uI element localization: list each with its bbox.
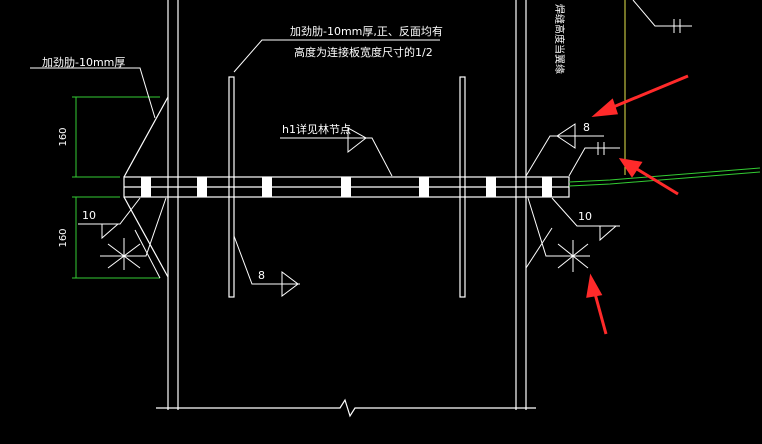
label-right-vertical: 焊缝高度当翼缘 [553, 4, 566, 74]
dimension-lines [72, 96, 761, 279]
red-arrow-icon [618, 157, 679, 196]
label-stiffener-top-1: 加劲肋-10mm厚,正、反面均有 [290, 24, 443, 38]
bolt-blocks [141, 177, 552, 197]
column-left [167, 0, 179, 410]
dimension-lower: 160 [58, 228, 69, 247]
weld-right-bottom [525, 197, 620, 272]
leader-stiffener-top [233, 39, 440, 73]
weld-left-size: 10 [82, 209, 96, 222]
red-arrow-icon [591, 74, 689, 117]
label-stiffener-top-2: 高度为连接板宽度尺寸的1/2 [294, 45, 433, 59]
leader-node-ref [280, 127, 393, 177]
weld-top-right-bars [632, 0, 692, 33]
weld-right-bars [568, 142, 620, 177]
weld-right-top [525, 123, 604, 177]
weld-right-top-size: 8 [583, 121, 590, 134]
column-right [515, 0, 527, 410]
weld-right-bottom-size: 10 [578, 210, 592, 223]
label-node-ref: h1详见林节点 [282, 122, 351, 136]
left-gusset [123, 96, 169, 278]
weld-bottom [233, 235, 300, 297]
base-line [156, 398, 536, 418]
dimension-upper: 160 [58, 127, 69, 146]
leader-stiffener-left [30, 67, 156, 119]
label-stiffener-left: 加劲肋-10mm厚 [42, 55, 125, 69]
weld-bottom-size: 8 [258, 269, 265, 282]
weld-left [78, 197, 167, 279]
red-arrow-icon [586, 273, 608, 335]
